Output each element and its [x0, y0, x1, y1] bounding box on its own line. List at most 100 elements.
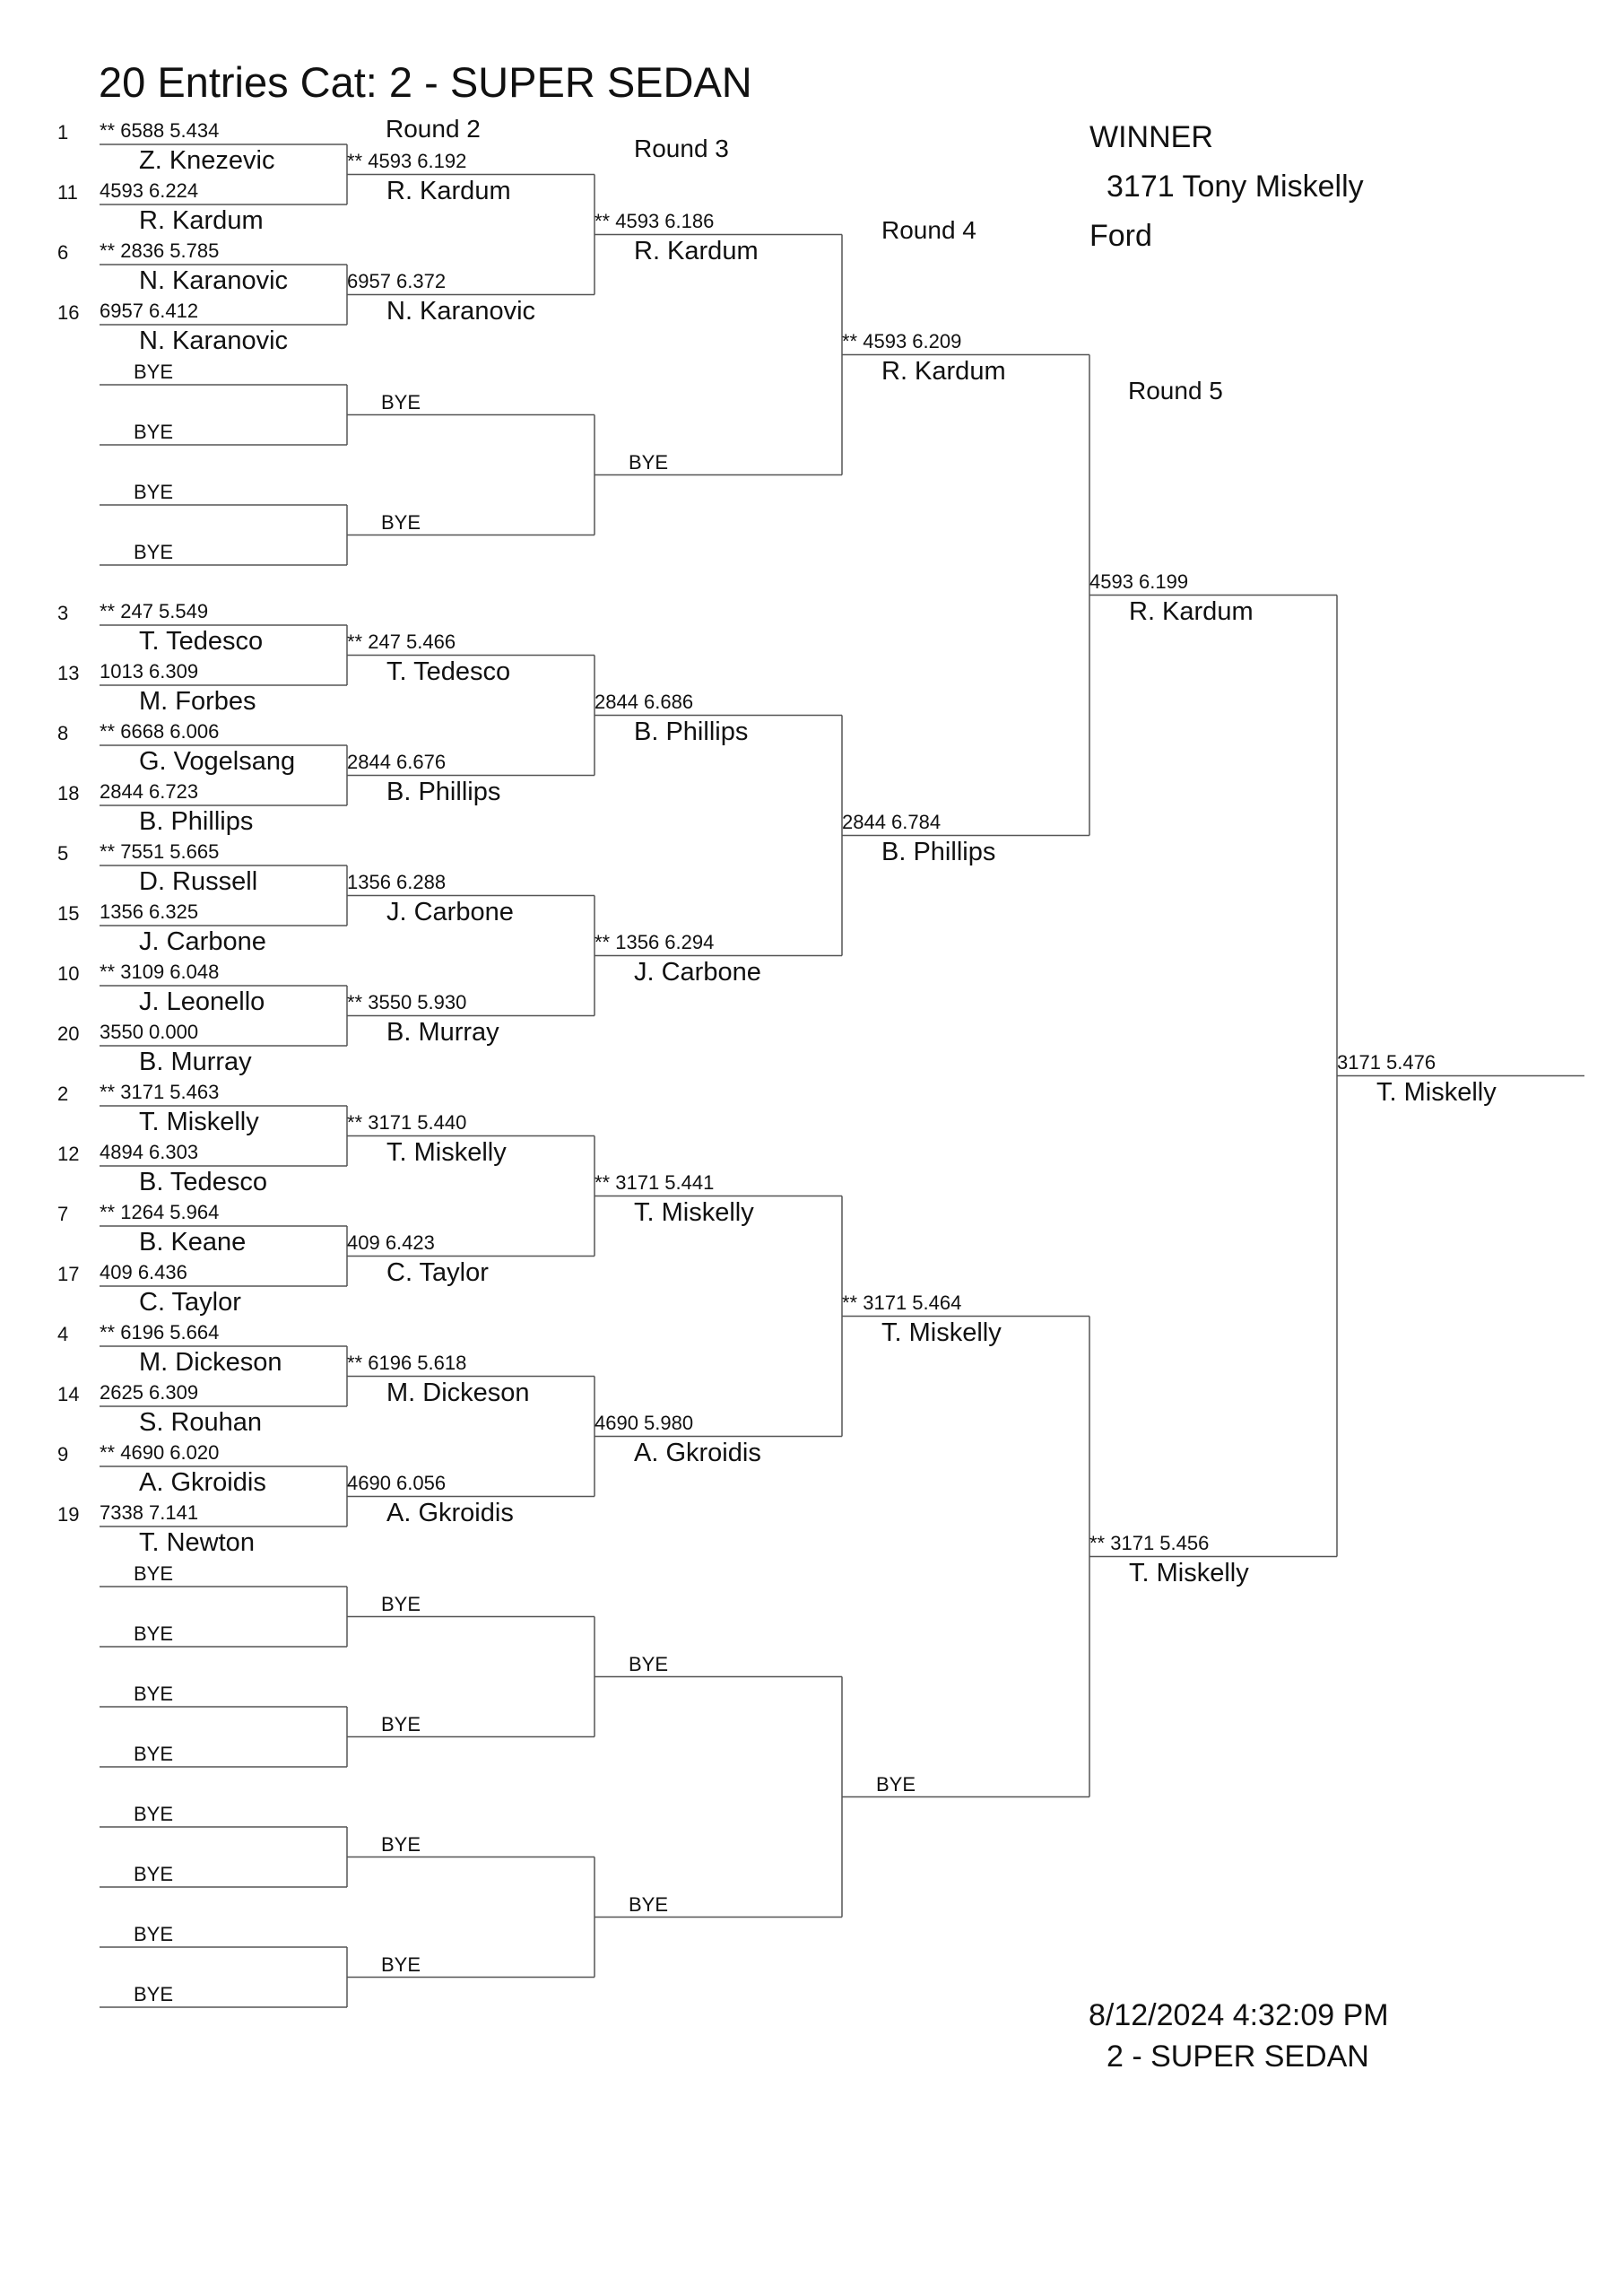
round2-driver-name: R. Kardum [386, 176, 511, 205]
round5-time-info: 4593 6.199 [1089, 570, 1189, 593]
round3-bye: BYE [629, 1892, 669, 1916]
winner-entry: 3171 Tony Miskelly [1107, 170, 1364, 204]
round-3-label: Round 3 [634, 135, 729, 162]
round4-driver-name: T. Miskelly [881, 1318, 1002, 1347]
round1-driver-name: B. Keane [139, 1228, 247, 1257]
round1-driver-name: B. Murray [139, 1048, 252, 1076]
round2-time-info: 2844 6.676 [347, 750, 447, 773]
round1-time-info: ** 3109 6.048 [100, 961, 220, 983]
round2-driver-name: C. Taylor [386, 1257, 489, 1287]
round2-time-info: ** 4593 6.192 [347, 149, 467, 172]
round3-time-info: 2844 6.686 [595, 690, 694, 713]
round5-driver-name: T. Miskelly [1129, 1558, 1249, 1587]
round1-driver-name: R. Kardum [139, 206, 264, 235]
round1-driver-name: B. Phillips [139, 807, 254, 836]
round2-driver-name: T. Miskelly [386, 1137, 507, 1167]
round1-time-info: ** 6588 5.434 [100, 119, 220, 142]
seed-number: 9 [57, 1443, 69, 1465]
round4-driver-name: R. Kardum [881, 356, 1006, 386]
round3-driver-name: R. Kardum [634, 236, 759, 265]
round1-time-info: ** 6196 5.664 [100, 1321, 220, 1344]
seed-number: 7 [57, 1203, 69, 1225]
seed-number: 4 [57, 1323, 69, 1345]
seed-number: 5 [57, 842, 69, 865]
round3-driver-name: T. Miskelly [634, 1197, 754, 1227]
round1-time-info: 6957 6.412 [100, 300, 199, 322]
round2-bye: BYE [381, 1832, 421, 1856]
seed-number: 1 [57, 121, 69, 144]
seed-number: 12 [57, 1143, 80, 1165]
round2-bye: BYE [381, 1712, 421, 1735]
round1-bye: BYE [134, 1803, 174, 1825]
round2-driver-name: B. Phillips [386, 777, 501, 806]
round1-bye: BYE [134, 1923, 174, 1945]
page-title: 20 Entries Cat: 2 - SUPER SEDAN [99, 58, 752, 106]
round-4-label: Round 4 [881, 216, 976, 244]
round1-bye: BYE [134, 361, 174, 383]
final-time-info: 3171 5.476 [1337, 1050, 1436, 1074]
round1-driver-name: B. Tedesco [139, 1168, 267, 1196]
round2-driver-name: B. Murray [386, 1017, 499, 1047]
round1-time-info: 2844 6.723 [100, 780, 199, 803]
round1-driver-name: S. Rouhan [139, 1408, 263, 1437]
seed-number: 18 [57, 782, 80, 804]
round2-time-info: ** 3550 5.930 [347, 990, 467, 1013]
round4-bye: BYE [876, 1772, 916, 1796]
seed-number: 19 [57, 1503, 80, 1526]
seed-number: 8 [57, 722, 69, 744]
round1-time-info: 1356 6.325 [100, 900, 199, 923]
round2-bye: BYE [381, 1592, 421, 1615]
round1-bye: BYE [134, 1562, 174, 1585]
round1-driver-name: N. Karanovic [139, 326, 289, 355]
round2-time-info: 4690 6.056 [347, 1471, 447, 1494]
round1-driver-name: Z. Knezevic [139, 146, 275, 175]
round1-driver-name: C. Taylor [139, 1288, 241, 1317]
round2-driver-name: M. Dickeson [386, 1378, 530, 1407]
round-5-label: Round 5 [1128, 377, 1223, 404]
round1-time-info: ** 6668 6.006 [100, 720, 220, 743]
round1-bye: BYE [134, 481, 174, 503]
seed-number: 10 [57, 962, 80, 985]
winner-make: Ford [1089, 219, 1152, 253]
round2-time-info: 409 6.423 [347, 1231, 435, 1254]
round4-time-info: ** 3171 5.464 [842, 1291, 962, 1314]
seed-number: 20 [57, 1022, 80, 1045]
round2-driver-name: A. Gkroidis [386, 1498, 514, 1527]
round1-driver-name: J. Leonello [139, 987, 265, 1016]
round1-time-info: 409 6.436 [100, 1261, 187, 1283]
round1-time-info: 4894 6.303 [100, 1141, 199, 1163]
round1-driver-name: M. Dickeson [139, 1348, 282, 1377]
round1-driver-name: T. Miskelly [139, 1108, 259, 1136]
seed-number: 16 [57, 301, 80, 324]
round3-time-info: ** 4593 6.186 [595, 209, 715, 232]
round5-driver-name: R. Kardum [1129, 596, 1254, 626]
round1-time-info: ** 247 5.549 [100, 600, 209, 622]
round1-time-info: 2625 6.309 [100, 1381, 199, 1404]
round1-time-info: 3550 0.000 [100, 1021, 199, 1043]
round-2-label: Round 2 [386, 115, 481, 143]
final-driver-name: T. Miskelly [1376, 1077, 1497, 1107]
round1-driver-name: D. Russell [139, 867, 258, 896]
round4-driver-name: B. Phillips [881, 837, 996, 866]
round1-time-info: ** 1264 5.964 [100, 1201, 220, 1223]
round1-time-info: 1013 6.309 [100, 660, 199, 683]
round2-bye: BYE [381, 1952, 421, 1976]
round1-time-info: ** 7551 5.665 [100, 840, 220, 863]
round3-time-info: 4690 5.980 [595, 1411, 694, 1434]
round3-bye: BYE [629, 1652, 669, 1675]
round2-time-info: ** 6196 5.618 [347, 1351, 467, 1374]
round1-time-info: ** 2836 5.785 [100, 239, 220, 262]
winner-label: WINNER [1089, 120, 1213, 154]
round1-driver-name: G. Vogelsang [139, 747, 296, 776]
seed-number: 11 [57, 181, 78, 204]
round3-driver-name: J. Carbone [634, 957, 761, 987]
seed-number: 2 [57, 1083, 69, 1105]
footer-category: 2 - SUPER SEDAN [1107, 2039, 1369, 2074]
round2-driver-name: J. Carbone [386, 897, 514, 926]
seed-number: 3 [57, 602, 69, 624]
round1-bye: BYE [134, 1622, 174, 1645]
seed-number: 6 [57, 241, 69, 264]
footer-datetime: 8/12/2024 4:32:09 PM [1089, 1998, 1389, 2032]
round1-bye: BYE [134, 421, 174, 443]
